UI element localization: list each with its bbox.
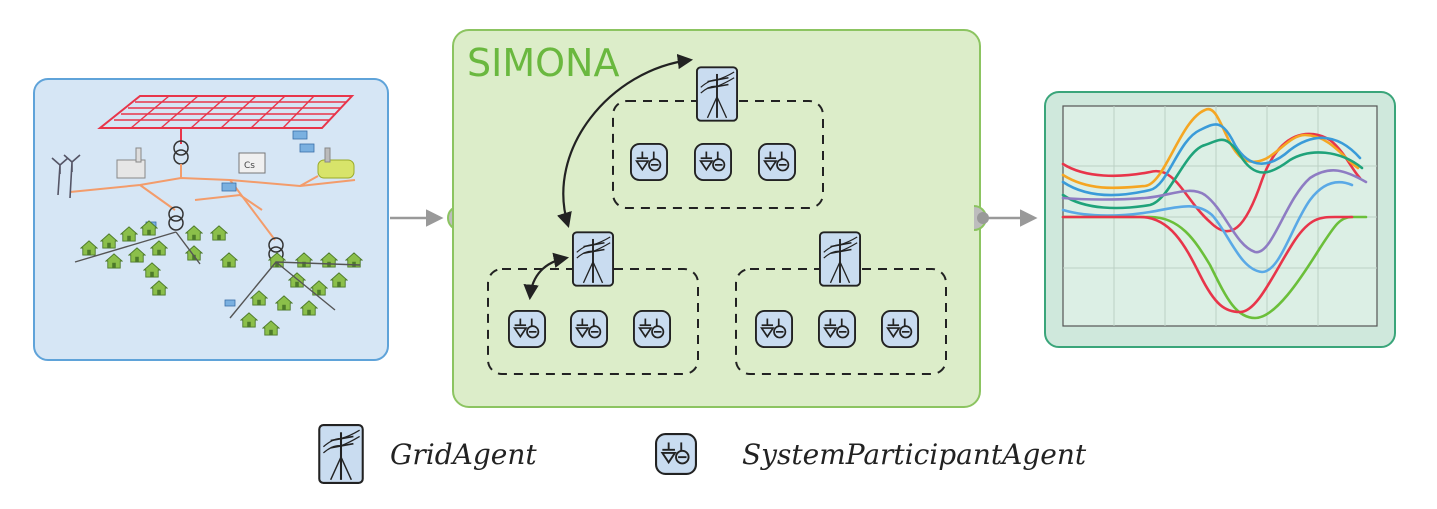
agent-group-right <box>735 268 947 375</box>
simona-panel: SIMONA <box>452 29 981 408</box>
participant-agent <box>755 310 793 348</box>
power-pole-icon <box>318 424 364 484</box>
transmission-grid-mesh <box>97 95 355 129</box>
wind-turbine-icon <box>51 154 81 199</box>
output-results-panel <box>1044 91 1396 348</box>
participant-agent <box>694 143 732 181</box>
load-generator-icon <box>655 433 697 475</box>
input-connector-arrow <box>390 205 461 231</box>
participant-agent <box>630 143 668 181</box>
participant-agent <box>570 310 608 348</box>
participant-agent <box>881 310 919 348</box>
transformer-icon <box>168 206 284 262</box>
output-connector-arrow <box>973 205 1038 231</box>
participant-agent <box>758 143 796 181</box>
result-curves <box>1061 107 1368 320</box>
input-grid-model-panel: Cs <box>33 78 389 361</box>
agent-group-left <box>487 268 699 375</box>
factory-icon <box>116 147 146 179</box>
grid-agent-right <box>819 231 861 287</box>
communication-arrow-grid-grid <box>557 53 694 228</box>
participant-agent <box>508 310 546 348</box>
distribution-lines <box>69 164 356 241</box>
legend: GridAgent SystemParticipantAgent <box>318 424 1087 484</box>
feeder-lines <box>74 231 361 319</box>
power-plant-icon: Cs <box>238 152 266 174</box>
biogas-plant-icon <box>317 147 355 179</box>
participant-agent <box>818 310 856 348</box>
legend-grid-agent-label: GridAgent <box>390 438 537 471</box>
simona-title: SIMONA <box>467 41 619 85</box>
grid-agent-top <box>696 66 738 122</box>
svg-text:Cs: Cs <box>244 161 255 171</box>
grid-agent-left <box>572 231 614 287</box>
communication-arrow-grid-participant <box>523 252 570 301</box>
legend-participant-agent-label: SystemParticipantAgent <box>742 438 1087 471</box>
participant-agent <box>633 310 671 348</box>
